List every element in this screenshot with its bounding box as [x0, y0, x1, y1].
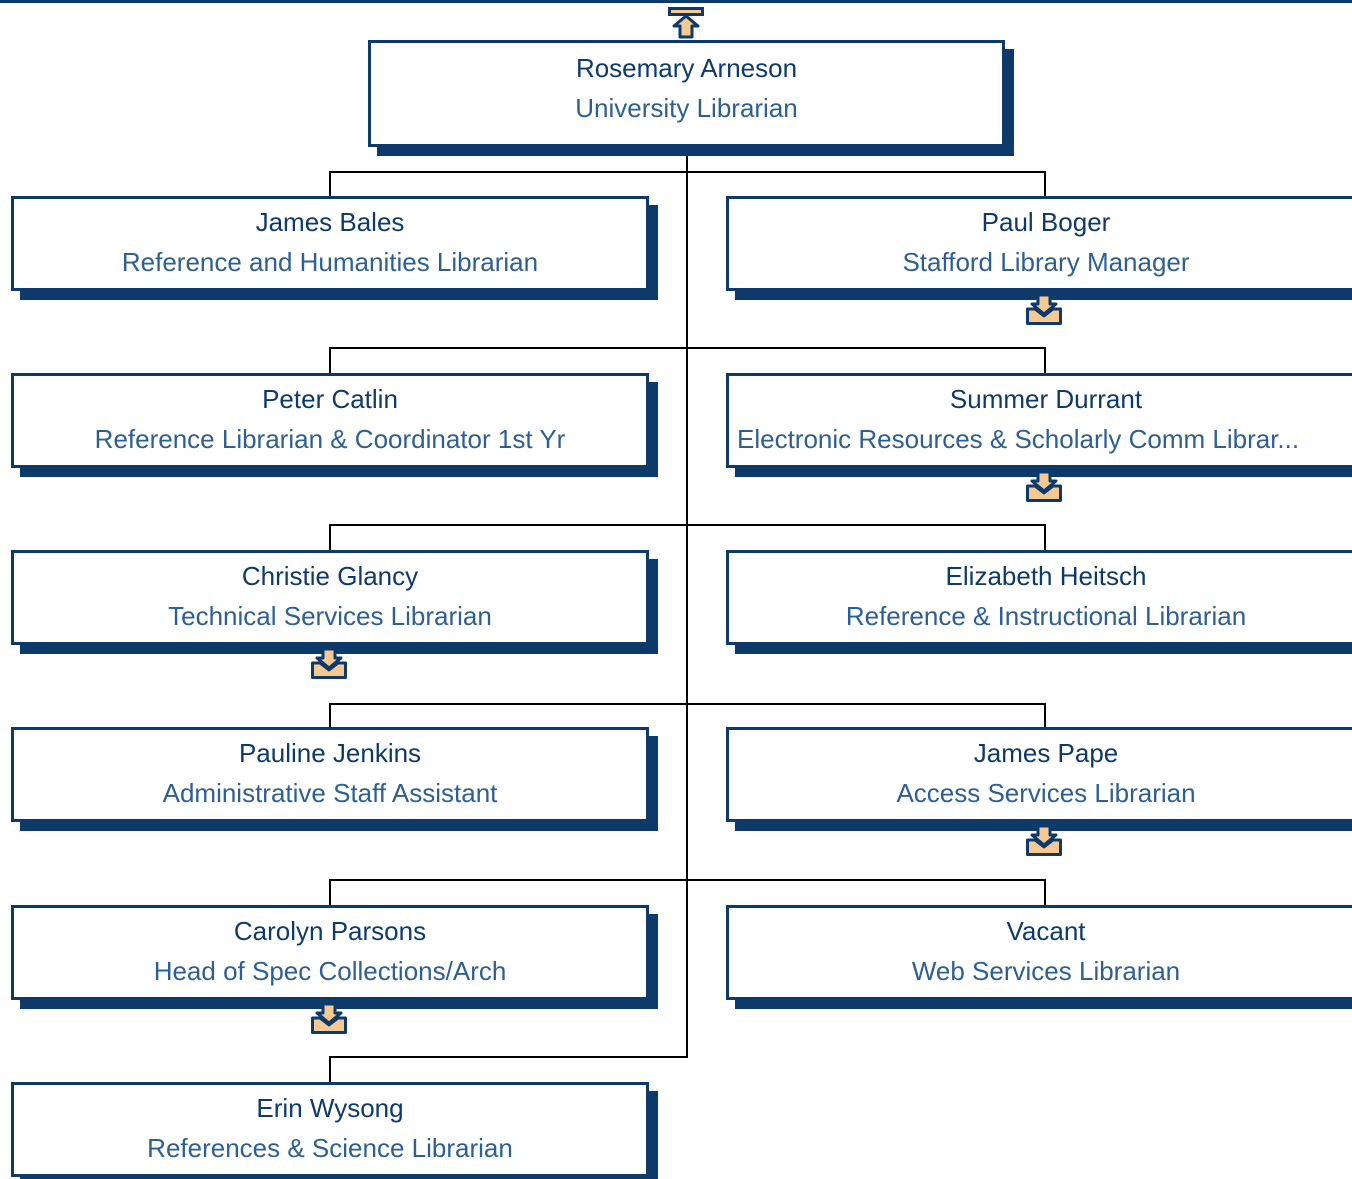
node-title: Web Services Librarian: [911, 956, 1181, 986]
org-node[interactable]: James Bales Reference and Humanities Lib…: [11, 196, 649, 291]
node-title: References & Science Librarian: [147, 1133, 513, 1163]
node-title: Access Services Librarian: [896, 778, 1196, 808]
drop-line: [329, 703, 331, 728]
node-name: Peter Catlin: [262, 384, 398, 414]
drop-line: [329, 171, 331, 197]
drop-line: [1044, 347, 1046, 374]
branch-line-row-6: [329, 1056, 688, 1058]
branch-line-row-2: [329, 347, 1046, 349]
node-name: Rosemary Arneson: [575, 53, 798, 83]
node-title: Reference Librarian & Coordinator 1st Yr: [94, 424, 566, 454]
org-node[interactable]: Peter Catlin Reference Librarian & Coord…: [11, 373, 649, 468]
org-node[interactable]: James Pape Access Services Librarian: [726, 727, 1352, 822]
drop-line: [1044, 171, 1046, 197]
expand-down-arrow-icon[interactable]: [311, 647, 347, 679]
node-title: Administrative Staff Assistant: [162, 778, 498, 808]
expand-down-arrow-icon[interactable]: [1026, 470, 1062, 502]
trunk-line: [686, 146, 688, 1058]
node-name: Paul Boger: [981, 207, 1111, 237]
drop-line: [329, 879, 331, 906]
org-node[interactable]: Summer Durrant Electronic Resources & Sc…: [726, 373, 1352, 468]
drop-line: [329, 347, 331, 374]
node-name: Summer Durrant: [949, 384, 1143, 414]
expand-down-arrow-icon[interactable]: [1026, 824, 1062, 856]
node-title: Reference and Humanities Librarian: [121, 247, 539, 277]
org-node[interactable]: Paul Boger Stafford Library Manager: [726, 196, 1352, 291]
drop-line: [329, 524, 331, 551]
node-name: James Pape: [973, 738, 1119, 768]
node-title: Electronic Resources & Scholarly Comm Li…: [737, 424, 1300, 454]
expand-down-arrow-icon[interactable]: [311, 1002, 347, 1034]
org-node-root[interactable]: Rosemary Arneson University Librarian: [368, 40, 1005, 147]
node-name: James Bales: [255, 207, 405, 237]
branch-line-row-5: [329, 879, 1046, 881]
branch-line-row-3: [329, 524, 1046, 526]
org-node[interactable]: Christie Glancy Technical Services Libra…: [11, 550, 649, 645]
node-title: Head of Spec Collections/Arch: [153, 956, 507, 986]
node-title: Reference & Instructional Librarian: [845, 601, 1247, 631]
node-name: Carolyn Parsons: [233, 916, 427, 946]
node-name: Pauline Jenkins: [238, 738, 422, 768]
node-title: University Librarian: [575, 93, 798, 123]
node-name: Vacant: [1006, 916, 1086, 946]
node-title: Technical Services Librarian: [168, 601, 492, 631]
drop-line: [329, 1056, 331, 1083]
top-border: [0, 0, 1352, 3]
drop-line: [1044, 879, 1046, 906]
branch-line-row-1: [329, 171, 1046, 173]
org-node[interactable]: Vacant Web Services Librarian: [726, 905, 1352, 1000]
drop-line: [1044, 703, 1046, 728]
node-name: Elizabeth Heitsch: [945, 561, 1147, 591]
org-node[interactable]: Erin Wysong References & Science Librari…: [11, 1082, 649, 1177]
expand-down-arrow-icon[interactable]: [1026, 293, 1062, 325]
org-node[interactable]: Carolyn Parsons Head of Spec Collections…: [11, 905, 649, 1000]
node-title: Stafford Library Manager: [902, 247, 1190, 277]
branch-line-row-4: [329, 703, 1046, 705]
node-name: Erin Wysong: [256, 1093, 404, 1123]
org-node[interactable]: Elizabeth Heitsch Reference & Instructio…: [726, 550, 1352, 645]
node-name: Christie Glancy: [241, 561, 419, 591]
drop-line: [1044, 524, 1046, 551]
expand-up-arrow-icon[interactable]: [668, 7, 704, 39]
org-node[interactable]: Pauline Jenkins Administrative Staff Ass…: [11, 727, 649, 822]
